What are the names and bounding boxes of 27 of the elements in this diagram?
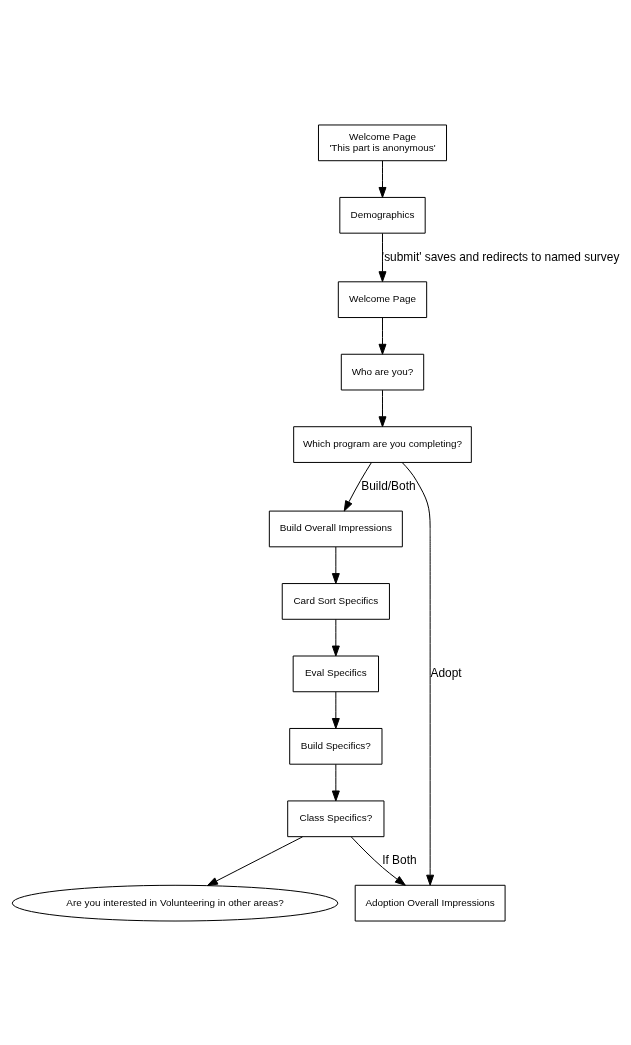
node-box: Welcome Page [337, 280, 428, 318]
node-box: Build Specifics? [289, 727, 383, 765]
arrow [401, 461, 435, 886]
node-box: Who are you? [340, 353, 425, 390]
arrow [378, 316, 387, 355]
arrow [207, 835, 304, 886]
arrow [378, 389, 387, 427]
edge-label: Build/Both [361, 478, 416, 493]
arrow [331, 690, 340, 729]
arrow [331, 763, 340, 801]
edge-label: Adopt [430, 665, 462, 680]
node-box: Welcome Page 'This part is anonymous' [317, 123, 447, 161]
node-box: Which program are you completing? [293, 425, 472, 463]
arrow [350, 835, 406, 886]
node-box: Build Overall Impressions [268, 510, 403, 547]
node-ellipse: Are you interested in Volunteering in other areas? [11, 884, 339, 922]
arrow [378, 232, 387, 282]
node-box: Adoption Overall Impressions [354, 884, 506, 922]
node-box: Eval Specifics [292, 655, 379, 692]
edge-label: If Both [382, 852, 417, 867]
arrow [378, 159, 387, 198]
node-box: Class Specifics? [287, 799, 385, 837]
arrow [331, 618, 340, 656]
node-box: Demographics [339, 196, 426, 234]
arrow [331, 546, 340, 584]
node-box: Card Sort Specifics [281, 582, 390, 620]
arrow [343, 461, 372, 512]
